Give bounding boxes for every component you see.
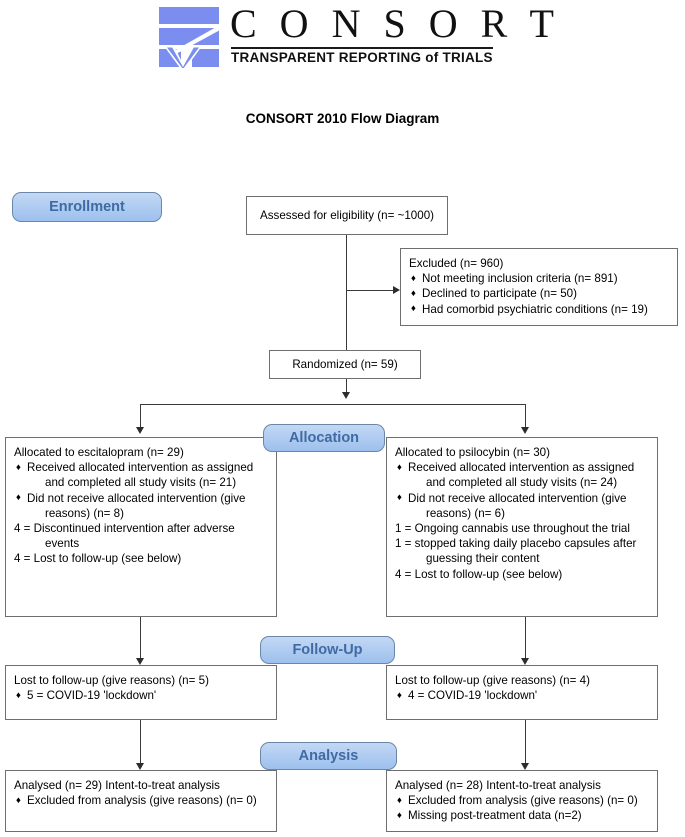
box-line: events — [45, 537, 80, 551]
connector-followup-left-to-analysis — [140, 720, 141, 764]
box-line: and completed all study visits (n= 24) — [426, 476, 618, 490]
tagline-end: TRIALS — [442, 50, 493, 65]
box-line: and completed all study visits (n= 21) — [45, 476, 237, 490]
arrow-followup-left-icon — [135, 658, 144, 665]
arrow-split-left-icon — [135, 427, 144, 434]
consort-logo-divider — [231, 47, 493, 49]
box-line: reasons) (n= 6) — [426, 506, 505, 520]
box-assessed-for-eligibility: Assessed for eligibility (n= ~1000) — [246, 196, 448, 235]
box-line: Received allocated intervention as assig… — [14, 460, 268, 475]
box-line: Analysed (n= 28) Intent-to-treat analysi… — [395, 779, 601, 792]
connector-split-left — [140, 404, 141, 428]
box-analysis-psilocybin: Analysed (n= 28) Intent-to-treat analysi… — [386, 770, 658, 832]
connector-to-excluded — [346, 290, 394, 291]
box-line: Declined to participate (n= 50) — [409, 286, 669, 301]
box-line: Lost to follow-up (give reasons) (n= 4) — [395, 674, 590, 687]
box-line: Received allocated intervention as assig… — [395, 460, 649, 475]
box-allocation-psilocybin: Allocated to psilocybin (n= 30)Received … — [386, 437, 658, 617]
box-line: Had comorbid psychiatric conditions (n= … — [409, 301, 669, 317]
box-line: 4 = Lost to follow-up (see below) — [395, 567, 563, 581]
box-line: Missing post-treatment data (n=2) — [395, 808, 649, 823]
box-line: Excluded from analysis (give reasons) (n… — [395, 793, 649, 808]
arrow-randomized-down-icon — [341, 392, 350, 399]
arrow-followup-right-icon — [520, 658, 529, 665]
connector-assessed-to-randomized — [346, 235, 347, 350]
box-line: Not meeting inclusion criteria (n= 891) — [409, 271, 669, 286]
stage-label-followup: Follow-Up — [260, 636, 395, 664]
connector-alloc-left-to-followup — [140, 617, 141, 659]
box-line: Allocated to escitalopram (n= 29) — [14, 446, 184, 459]
stage-label-allocation: Allocation — [263, 424, 385, 452]
box-line: 5 = COVID-19 'lockdown' — [14, 688, 268, 703]
box-line: 1 = Ongoing cannabis use throughout the … — [395, 522, 630, 536]
box-allocation-escitalopram: Allocated to escitalopram (n= 29)Receive… — [5, 437, 277, 617]
consort-logo: C O N S O R T TRANSPARENT REPORTING of T… — [158, 1, 561, 70]
box-line: Excluded from analysis (give reasons) (n… — [14, 793, 268, 808]
box-line: Allocated to psilocybin (n= 30) — [395, 446, 550, 459]
box-followup-psilocybin: Lost to follow-up (give reasons) (n= 4)4… — [386, 665, 658, 720]
tagline-of: of — [425, 50, 439, 65]
box-line: 4 = COVID-19 'lockdown' — [395, 688, 649, 703]
consort-logo-mark-icon — [159, 7, 220, 68]
connector-followup-right-to-analysis — [525, 720, 526, 764]
arrow-analysis-right-icon — [520, 763, 529, 770]
arrow-split-right-icon — [520, 427, 529, 434]
consort-wordmark-text: C O N S O R T — [230, 1, 561, 46]
box-line: Analysed (n= 29) Intent-to-treat analysi… — [14, 779, 220, 792]
stage-label-enrollment: Enrollment — [12, 192, 162, 222]
box-line: Did not receive allocated intervention (… — [395, 490, 649, 506]
box-line: 4 = Discontinued intervention after adve… — [14, 522, 235, 536]
box-excluded: Excluded (n= 960)Not meeting inclusion c… — [400, 248, 678, 326]
box-line: 1 = stopped taking daily placebo capsule… — [395, 537, 637, 551]
box-line: Did not receive allocated intervention (… — [14, 490, 268, 506]
tagline-main: TRANSPARENT REPORTING — [231, 50, 422, 65]
stage-label-analysis: Analysis — [260, 742, 397, 770]
consort-tagline: TRANSPARENT REPORTING of TRIALS — [231, 50, 499, 65]
box-line: Lost to follow-up (give reasons) (n= 5) — [14, 674, 209, 687]
box-line: 4 = Lost to follow-up (see below) — [14, 552, 182, 566]
connector-allocation-split-bar — [140, 404, 526, 405]
arrow-analysis-left-icon — [135, 763, 144, 770]
consort-wordmark: C O N S O R T TRANSPARENT REPORTING of T… — [230, 1, 561, 70]
connector-alloc-right-to-followup — [525, 617, 526, 659]
box-line: Randomized (n= 59) — [292, 357, 398, 371]
box-line: reasons) (n= 8) — [45, 506, 124, 520]
box-line: Excluded (n= 960) — [409, 257, 504, 270]
box-line: Assessed for eligibility (n= ~1000) — [260, 208, 434, 222]
connector-split-right — [525, 404, 526, 428]
box-line: guessing their content — [426, 552, 540, 566]
connector-randomized-down — [346, 378, 347, 394]
box-followup-escitalopram: Lost to follow-up (give reasons) (n= 5)5… — [5, 665, 277, 720]
arrow-to-excluded-icon — [393, 286, 400, 294]
page-title: CONSORT 2010 Flow Diagram — [245, 111, 440, 126]
box-randomized: Randomized (n= 59) — [269, 350, 421, 379]
box-analysis-escitalopram: Analysed (n= 29) Intent-to-treat analysi… — [5, 770, 277, 832]
